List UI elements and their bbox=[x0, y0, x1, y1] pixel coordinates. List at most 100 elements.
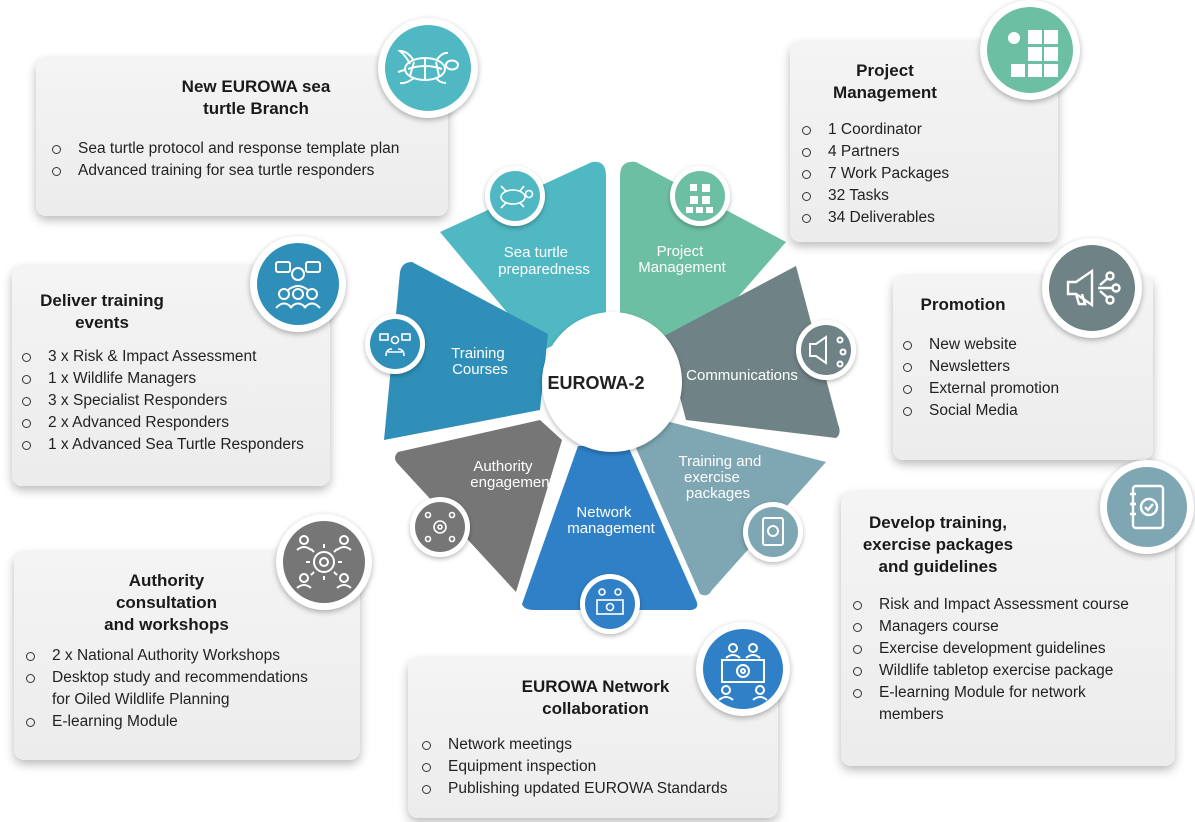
segment-label-training-exercise: Training and exercise packages bbox=[678, 453, 765, 502]
card-title: Promotion bbox=[903, 294, 1023, 316]
card-badge-sea-turtle bbox=[378, 18, 478, 118]
card-badge-authority bbox=[276, 514, 372, 610]
card-title-line: Project bbox=[856, 61, 914, 80]
list-item: Network meetings bbox=[422, 734, 727, 756]
list-item: E-learning Module bbox=[26, 711, 308, 733]
list-item: Sea turtle protocol and response templat… bbox=[52, 138, 399, 160]
card-title-line: Deliver training bbox=[40, 291, 164, 310]
segment-label-authority-engagement: Authority engagement bbox=[470, 458, 554, 491]
card-title-line: Management bbox=[833, 83, 937, 102]
card-sea-turtle-branch: New EUROWA sea turtle Branch Sea turtle … bbox=[36, 58, 448, 216]
card-title: EUROWA Network collaboration bbox=[498, 676, 693, 720]
center-circle bbox=[542, 312, 682, 452]
card-list: 3 x Risk & Impact Assessment 1 x Wildlif… bbox=[22, 346, 304, 456]
segment-badge-sea-turtle bbox=[485, 166, 545, 226]
center-label: EUROWA-2 bbox=[547, 373, 644, 393]
list-item: New website bbox=[903, 334, 1059, 356]
card-badge-network bbox=[696, 622, 790, 716]
megaphone-share-icon bbox=[1066, 268, 1121, 308]
list-item: Newsletters bbox=[903, 356, 1059, 378]
management-dashboard-icon bbox=[1008, 30, 1058, 77]
card-list: 1 Coordinator 4 Partners 7 Work Packages… bbox=[802, 119, 949, 229]
authority-gear-icon bbox=[424, 511, 456, 543]
authority-gear-icon bbox=[296, 535, 352, 589]
segment-sea-turtle bbox=[440, 161, 606, 352]
segment-network-management bbox=[522, 446, 698, 610]
card-title-line: and workshops bbox=[104, 615, 229, 634]
card-title: Deliver training events bbox=[22, 290, 182, 334]
sea-turtle-icon bbox=[397, 49, 459, 85]
list-item: 32 Tasks bbox=[802, 185, 949, 207]
segment-badge-communications bbox=[796, 320, 856, 380]
segment-label-project-management: Project Management bbox=[638, 243, 726, 276]
segment-label-training-courses: Training Courses bbox=[451, 345, 509, 378]
card-title: Authority consultation and workshops bbox=[94, 570, 239, 636]
list-item: 2 x National Authority Workshops bbox=[26, 645, 308, 667]
card-list: Network meetings Equipment inspection Pu… bbox=[422, 734, 727, 800]
list-item: 2 x Advanced Responders bbox=[22, 412, 304, 434]
card-title-line: New EUROWA sea bbox=[181, 77, 331, 96]
list-item: Social Media bbox=[903, 400, 1059, 422]
segment-communications bbox=[664, 266, 840, 438]
list-item: 4 Partners bbox=[802, 141, 949, 163]
segment-badge-authority-engagement bbox=[410, 497, 470, 557]
list-item-continuation: for Oiled Wildlife Planning bbox=[52, 691, 230, 708]
training-classroom-icon bbox=[275, 261, 321, 309]
list-item: Wildlife tabletop exercise package bbox=[853, 660, 1129, 682]
segment-badge-training-courses bbox=[365, 314, 425, 374]
card-title-line: exercise packages bbox=[862, 535, 1014, 554]
card-title-line: Authority bbox=[128, 571, 205, 590]
segment-label-communications: Communications bbox=[686, 367, 798, 384]
segment-authority-engagement bbox=[395, 420, 562, 592]
segment-badge-network-management bbox=[580, 574, 640, 634]
segment-training-courses bbox=[384, 262, 548, 440]
segment-label-network-management: Network management bbox=[567, 504, 655, 537]
card-list: 2 x National Authority Workshops Desktop… bbox=[26, 645, 308, 733]
management-dashboard-icon bbox=[686, 184, 713, 213]
card-title-line: events bbox=[75, 313, 129, 332]
segment-training-exercise bbox=[636, 420, 826, 596]
list-item: Publishing updated EUROWA Standards bbox=[422, 778, 727, 800]
list-item: Advanced training for sea turtle respond… bbox=[52, 160, 399, 182]
card-title: Develop training, exercise packages and … bbox=[853, 512, 1023, 578]
list-item: Risk and Impact Assessment course bbox=[853, 594, 1129, 616]
sea-turtle-icon bbox=[500, 185, 534, 209]
card-title-line: consultation bbox=[115, 593, 218, 612]
segment-project-management bbox=[620, 161, 786, 352]
card-title-line: turtle Branch bbox=[203, 99, 309, 118]
list-item: E-learning Module for network bbox=[853, 682, 1129, 704]
network-meeting-icon bbox=[718, 643, 768, 701]
megaphone-share-icon bbox=[809, 335, 847, 368]
card-title-line: Promotion bbox=[920, 295, 1006, 314]
card-list: Risk and Impact Assessment course Manage… bbox=[853, 594, 1129, 726]
network-meeting-icon bbox=[596, 588, 624, 615]
card-list: New website Newsletters External promoti… bbox=[903, 334, 1059, 422]
list-item: 34 Deliverables bbox=[802, 207, 949, 229]
training-classroom-icon bbox=[379, 333, 411, 357]
list-item: 1 x Advanced Sea Turtle Responders bbox=[22, 434, 304, 456]
segment-badge-project-management bbox=[670, 166, 730, 226]
card-training-events: Deliver training events 3 x Risk & Impac… bbox=[12, 266, 330, 486]
guideline-document-icon bbox=[1130, 484, 1165, 530]
segment-label-sea-turtle: Sea turtle preparedness bbox=[498, 244, 590, 278]
card-badge-project-management bbox=[980, 0, 1080, 100]
card-list: Sea turtle protocol and response templat… bbox=[52, 138, 399, 182]
card-badge-promotion bbox=[1042, 238, 1142, 338]
card-badge-develop bbox=[1100, 460, 1194, 554]
list-item: Exercise development guidelines bbox=[853, 638, 1129, 660]
list-item-continuation: members bbox=[879, 706, 944, 723]
list-item: 3 x Specialist Responders bbox=[22, 390, 304, 412]
list-item: 3 x Risk & Impact Assessment bbox=[22, 346, 304, 368]
card-title-line: collaboration bbox=[542, 699, 649, 718]
card-title-line: and guidelines bbox=[878, 557, 998, 576]
card-title-line: EUROWA Network bbox=[521, 677, 670, 696]
card-title: New EUROWA sea turtle Branch bbox=[146, 76, 366, 120]
list-item: 1 Coordinator bbox=[802, 119, 949, 141]
card-title: Project Management bbox=[810, 60, 960, 104]
list-item: External promotion bbox=[903, 378, 1059, 400]
list-item: Equipment inspection bbox=[422, 756, 727, 778]
card-badge-training-events bbox=[250, 236, 346, 332]
list-item: Desktop study and recommendations bbox=[26, 667, 308, 689]
card-title-line: Develop training, bbox=[869, 513, 1007, 532]
